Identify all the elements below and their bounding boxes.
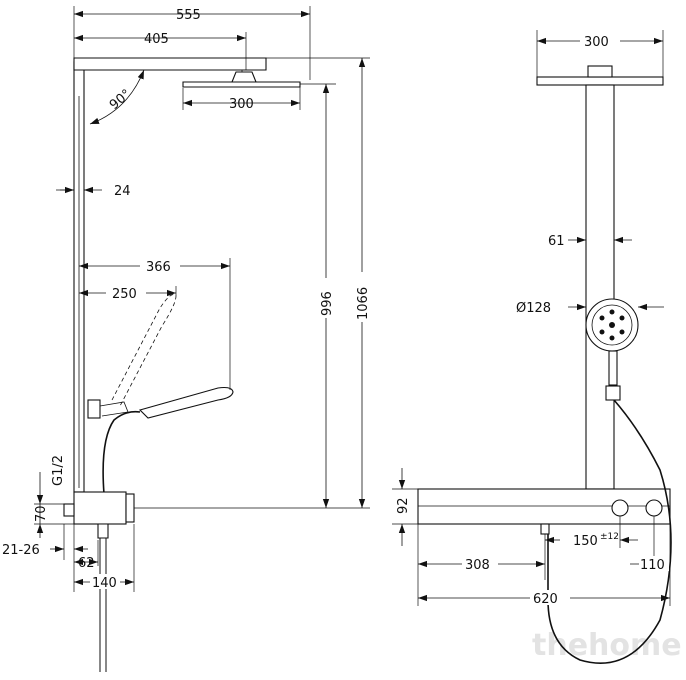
dim-thermostat-height: 92 xyxy=(396,497,411,514)
shower-arm xyxy=(73,57,267,71)
dim-arm-length: 405 xyxy=(144,32,169,47)
front-view: 300 61 Ø128 92 150 ±12 110 308 620 xyxy=(392,30,672,664)
dim-handshower-diameter: Ø128 xyxy=(516,301,551,316)
dim-angle: 90° xyxy=(107,87,134,113)
dim-head-width-front: 300 xyxy=(584,35,609,50)
dim-handshower-far: 366 xyxy=(146,260,171,275)
dim-body-depth: 140 xyxy=(92,576,117,591)
front-overhead-head xyxy=(536,76,664,86)
hand-shower-center xyxy=(609,322,615,328)
thermostat-knob xyxy=(125,493,135,523)
dim-inlet-height: 70 xyxy=(34,505,49,522)
front-holder xyxy=(605,385,621,401)
nozzle xyxy=(609,335,615,341)
front-handle xyxy=(608,350,618,386)
temperature-knob xyxy=(611,499,629,517)
watermark-text: thehome xyxy=(532,628,682,663)
nozzle xyxy=(609,309,615,315)
side-view: 555 405 300 90° 24 366 250 996 1066 G1/2 xyxy=(2,6,371,672)
label-bg xyxy=(106,285,146,300)
nozzle xyxy=(599,315,605,321)
holder-bracket xyxy=(99,401,129,417)
dim-center-offset: 308 xyxy=(465,558,490,573)
overhead-head xyxy=(182,81,301,88)
dim-head-width-side: 300 xyxy=(229,97,254,112)
label-bg xyxy=(639,556,669,571)
hand-shower xyxy=(138,386,234,419)
nozzle xyxy=(599,329,605,335)
label-bg xyxy=(90,574,120,589)
label-bg xyxy=(140,258,180,273)
dim-handshower-near: 250 xyxy=(112,287,137,302)
front-hose xyxy=(547,399,672,664)
flow-knob xyxy=(645,499,663,517)
label-bg xyxy=(530,590,570,605)
label-bg xyxy=(580,33,620,48)
dim-pipe-width: 61 xyxy=(548,234,565,249)
head-joint xyxy=(231,71,257,83)
label-bg xyxy=(318,278,334,318)
label-bg xyxy=(462,556,498,571)
dim-wall-range: 21-26 xyxy=(2,543,40,558)
bottom-outlet xyxy=(97,523,109,539)
dim-height-total: 1066 xyxy=(356,287,371,320)
front-riser-pipe xyxy=(585,84,615,490)
front-outlet xyxy=(540,523,550,535)
front-head-joint xyxy=(587,65,613,78)
dim-pipe-offset: 24 xyxy=(114,184,131,199)
wall-inlet xyxy=(63,503,75,517)
nozzle xyxy=(619,329,625,335)
dim-thread: G1/2 xyxy=(51,455,66,486)
angle-arc xyxy=(89,69,145,125)
dim-thermostat-width: 620 xyxy=(533,592,558,607)
label-bg xyxy=(354,272,370,322)
nozzle xyxy=(619,315,625,321)
shower-holder xyxy=(87,399,101,419)
thermostat-body xyxy=(73,491,127,525)
shower-hose xyxy=(102,410,141,495)
dim-edge-right: 110 xyxy=(640,558,665,573)
dim-height-head: 996 xyxy=(320,291,335,316)
dim-inlet-tolerance: ±12 xyxy=(600,532,619,542)
dim-inlet-spacing: 150 xyxy=(573,534,598,549)
hand-shower-ring xyxy=(591,304,633,346)
front-thermostat xyxy=(417,488,671,525)
hand-shower-alt xyxy=(111,294,177,407)
dim-width-overall: 555 xyxy=(176,8,201,23)
dim-body-depth-small: 62 xyxy=(78,556,95,571)
